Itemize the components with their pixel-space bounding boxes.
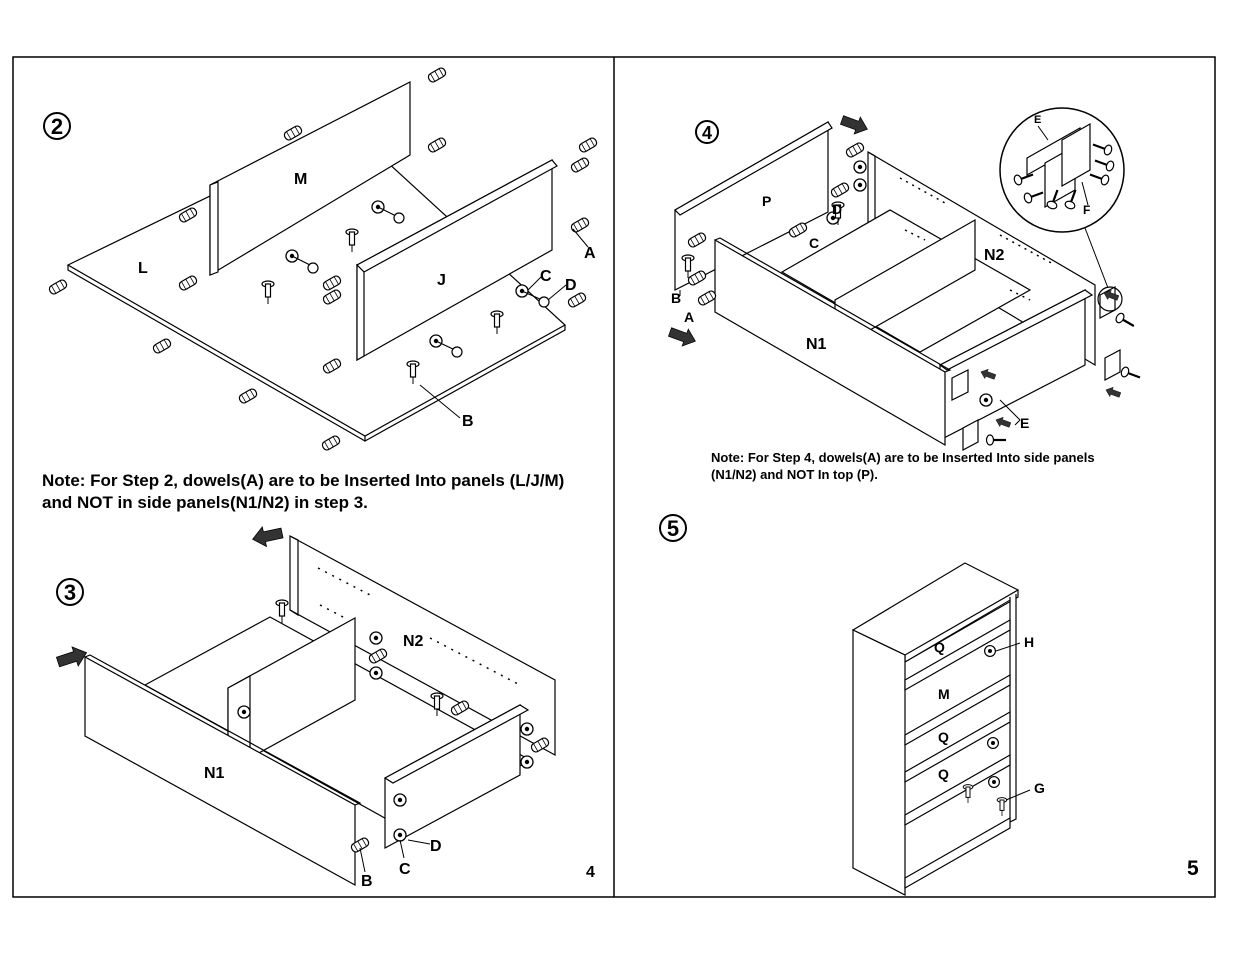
label-c: C — [399, 861, 411, 878]
label-d: D — [430, 838, 442, 855]
step2-diagram: 2 — [43, 66, 599, 452]
detail-magnifier — [999, 107, 1125, 233]
label-f: F — [1083, 203, 1090, 217]
label-q3: Q — [938, 766, 949, 782]
step2-number: 2 — [51, 114, 63, 139]
label-l: L — [138, 260, 148, 277]
step5-number: 5 — [667, 516, 679, 541]
label-n1: N1 — [806, 336, 827, 353]
label-n2: N2 — [403, 633, 424, 650]
step4-note: Note: For Step 4, dowels(A) are to be In… — [711, 450, 1095, 482]
step4-number: 4 — [702, 123, 712, 143]
label-a: A — [684, 309, 694, 325]
label-c: C — [540, 268, 552, 285]
label-d: D — [565, 277, 577, 294]
label-g: G — [1034, 780, 1045, 796]
panel-n1 — [714, 238, 946, 447]
label-b: B — [671, 290, 681, 306]
label-h: H — [1024, 634, 1034, 650]
circled-number-icon — [659, 514, 687, 542]
label-a: A — [584, 245, 596, 262]
label-d: D — [832, 201, 842, 217]
panel-n1 — [84, 655, 356, 887]
label-q2: Q — [938, 729, 949, 745]
step4-diagram: 4 — [666, 107, 1143, 451]
label-n1: N1 — [204, 765, 225, 782]
label-e: E — [1020, 415, 1029, 431]
label-p: P — [762, 193, 771, 209]
label-c: C — [809, 235, 819, 251]
label-m: M — [938, 686, 950, 702]
label-b: B — [462, 413, 474, 430]
circled-number-icon — [695, 120, 719, 144]
label-j: J — [437, 272, 446, 289]
label-q: Q — [934, 639, 945, 655]
page-number-left: 4 — [586, 864, 595, 881]
panel-n2 — [289, 534, 556, 757]
page-number-right: 5 — [1187, 857, 1199, 880]
circled-number-icon — [56, 578, 84, 606]
step5-diagram: 5 Q H M Q Q G — [659, 514, 1045, 896]
label-n2: N2 — [984, 247, 1005, 264]
label-e-detail: E — [1034, 114, 1041, 126]
step2-note: Note: For Step 2, dowels(A) are to be In… — [42, 471, 565, 512]
circled-number-icon — [43, 112, 71, 140]
step3-number: 3 — [64, 580, 76, 605]
panel-n2 — [867, 150, 1096, 367]
step3-diagram: 3 — [54, 522, 556, 890]
label-b: B — [361, 873, 373, 890]
label-m: M — [294, 171, 307, 188]
